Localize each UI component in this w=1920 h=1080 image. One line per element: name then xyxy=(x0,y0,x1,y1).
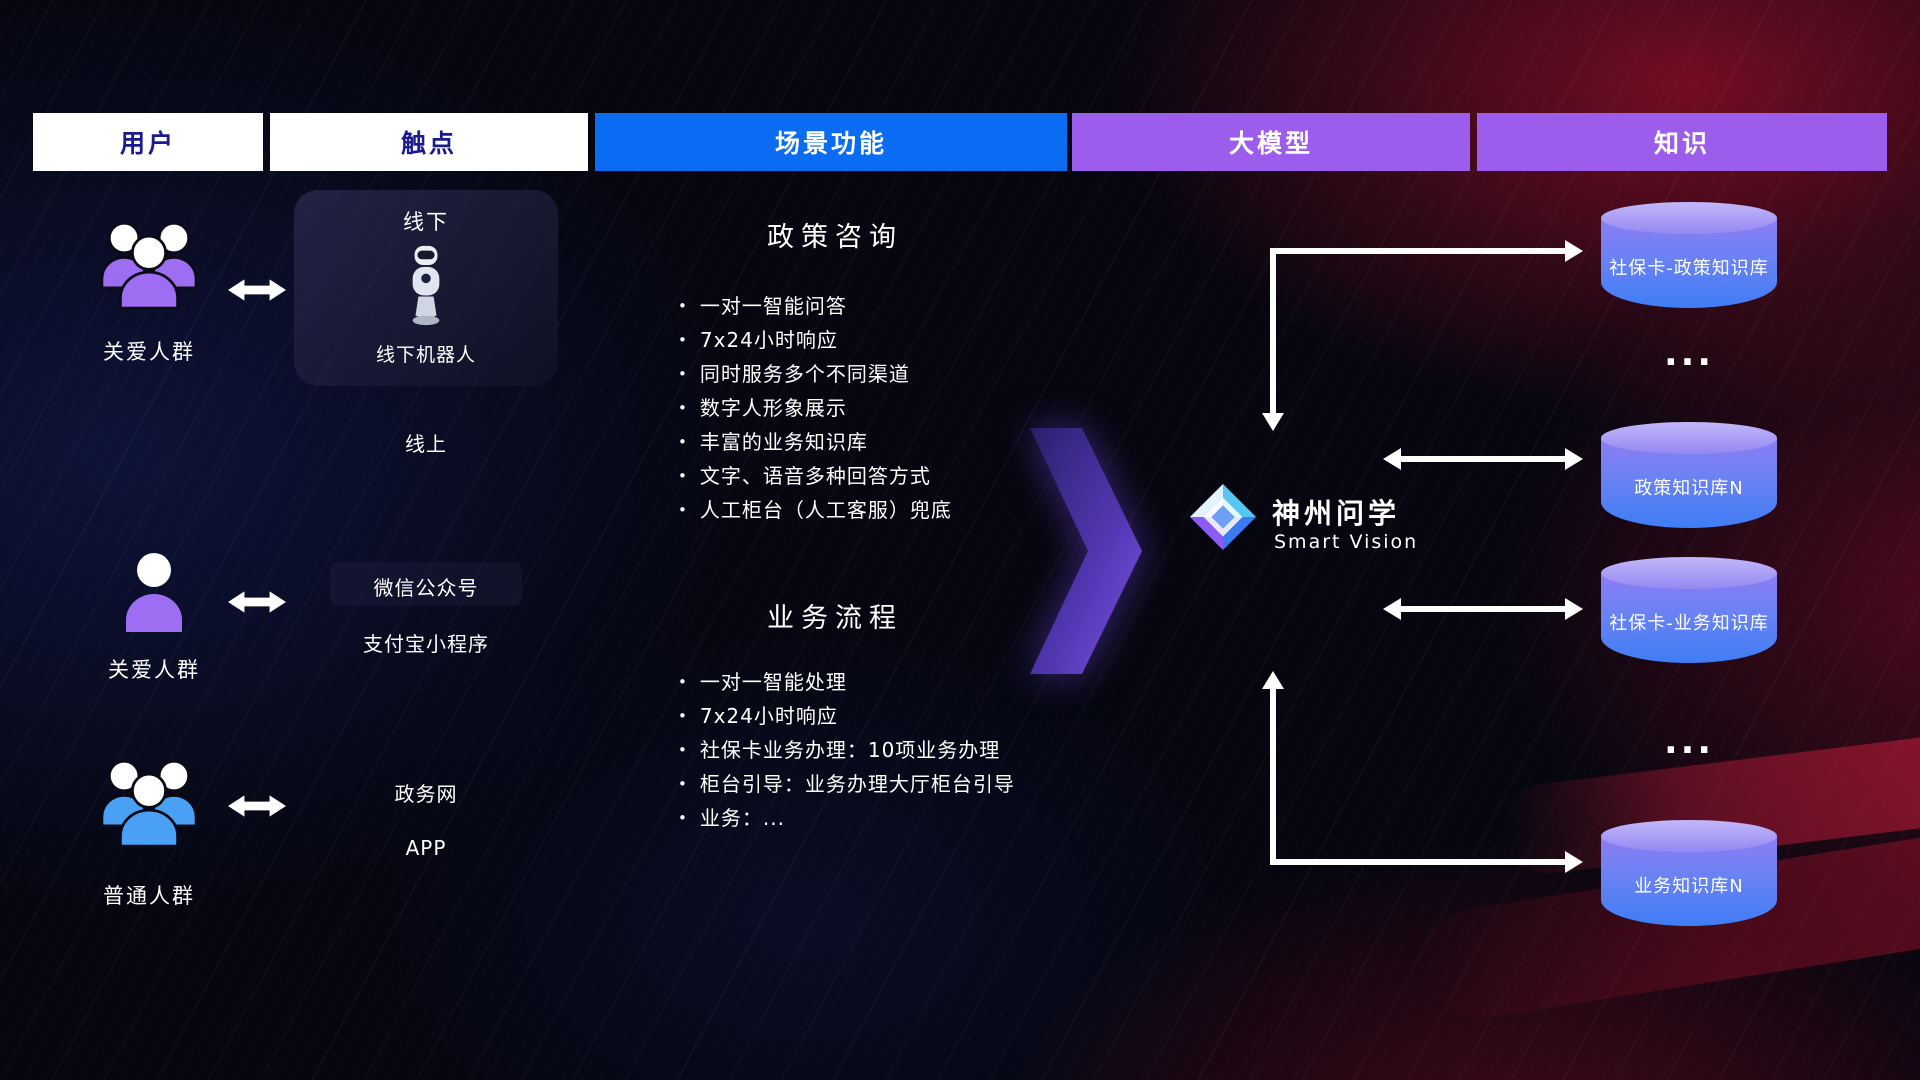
list-item: 人工柜台（人工客服）兜底 xyxy=(678,494,952,528)
policy-feature-list: 一对一智能问答 7x24小时响应 同时服务多个不同渠道 数字人形象展示 丰富的业… xyxy=(678,290,952,528)
database-label: 政策知识库N xyxy=(1634,478,1744,500)
database-policy-n-icon: 政策知识库N xyxy=(1601,422,1777,528)
touchpoint-wechat: 微信公众号 xyxy=(373,576,479,600)
database-business-n-icon: 业务知识库N xyxy=(1601,820,1777,926)
list-item: 一对一智能问答 xyxy=(678,290,952,324)
offline-title: 线下 xyxy=(403,210,449,234)
scenario-title-business: 业务流程 xyxy=(767,603,903,634)
arrowhead-right-icon xyxy=(1565,851,1583,873)
column-header-scenarios: 场景功能 xyxy=(595,113,1067,171)
database-social-business-icon: 社保卡-业务知识库 xyxy=(1601,557,1777,663)
database-top xyxy=(1601,202,1777,234)
database-label: 社保卡-业务知识库 xyxy=(1609,613,1769,635)
arrowhead-down-icon xyxy=(1262,413,1284,431)
list-item: 社保卡业务办理：10项业务办理 xyxy=(678,734,1015,768)
touchpoint-gov-web: 政务网 xyxy=(394,782,458,806)
connector-line xyxy=(1270,248,1276,413)
touchpoint-alipay: 支付宝小程序 xyxy=(363,632,489,656)
column-header-model: 大模型 xyxy=(1072,113,1470,171)
database-social-policy-icon: 社保卡-政策知识库 xyxy=(1601,202,1777,308)
model-name: 神州问学 xyxy=(1272,497,1401,530)
model-subtitle: Smart Vision xyxy=(1274,531,1419,553)
column-header-users: 用户 xyxy=(33,113,263,171)
ellipsis: ... xyxy=(1663,721,1715,762)
list-item: 业务：... xyxy=(678,802,1015,836)
bidirectional-arrow-icon xyxy=(228,276,286,304)
list-item: 数字人形象展示 xyxy=(678,392,952,426)
list-item: 同时服务多个不同渠道 xyxy=(678,358,952,392)
connector-line xyxy=(1401,456,1565,462)
database-top xyxy=(1601,422,1777,454)
scenario-title-policy: 政策咨询 xyxy=(767,222,903,253)
flow-arrow-icon xyxy=(1030,428,1142,678)
user-group-purple-icon xyxy=(89,214,209,314)
connector-line xyxy=(1401,606,1565,612)
business-feature-list: 一对一智能处理 7x24小时响应 社保卡业务办理：10项业务办理 柜台引导：业务… xyxy=(678,666,1015,836)
smart-vision-logo-icon xyxy=(1188,482,1258,556)
list-item: 7x24小时响应 xyxy=(678,324,952,358)
database-label: 社保卡-政策知识库 xyxy=(1609,258,1769,280)
user-person-label: 关爱人群 xyxy=(108,658,200,682)
arrowhead-left-icon xyxy=(1383,598,1401,620)
ellipsis: ... xyxy=(1663,333,1715,374)
arrowhead-up-icon xyxy=(1262,671,1284,689)
bidirectional-arrow-icon xyxy=(228,588,286,616)
offline-robot-caption: 线下机器人 xyxy=(375,344,476,366)
user-group-label: 普通人群 xyxy=(103,884,195,908)
database-top xyxy=(1601,820,1777,852)
arrowhead-left-icon xyxy=(1383,448,1401,470)
arrowhead-right-icon xyxy=(1565,240,1583,262)
connector-line xyxy=(1270,248,1565,254)
list-item: 一对一智能处理 xyxy=(678,666,1015,700)
user-group-blue-icon xyxy=(89,752,209,852)
user-person-purple-icon xyxy=(122,550,186,638)
list-item: 7x24小时响应 xyxy=(678,700,1015,734)
connector-line xyxy=(1270,859,1565,865)
column-header-touchpoints: 触点 xyxy=(270,113,588,171)
touchpoint-pill xyxy=(330,562,522,606)
arrowhead-right-icon xyxy=(1565,598,1583,620)
bidirectional-arrow-icon xyxy=(228,792,286,820)
robot-icon xyxy=(405,244,447,332)
list-item: 丰富的业务知识库 xyxy=(678,426,952,460)
arrowhead-right-icon xyxy=(1565,448,1583,470)
database-label: 业务知识库N xyxy=(1634,876,1744,898)
database-top xyxy=(1601,557,1777,589)
list-item: 文字、语音多种回答方式 xyxy=(678,460,952,494)
offline-touchpoint-panel: 线下 线下机器人 xyxy=(294,190,558,386)
connector-line xyxy=(1270,689,1276,862)
list-item: 柜台引导：业务办理大厅柜台引导 xyxy=(678,768,1015,802)
online-title: 线上 xyxy=(405,432,447,456)
column-header-knowledge: 知识 xyxy=(1477,113,1887,171)
touchpoint-app: APP xyxy=(405,836,447,860)
user-group-label: 关爱人群 xyxy=(103,340,195,364)
